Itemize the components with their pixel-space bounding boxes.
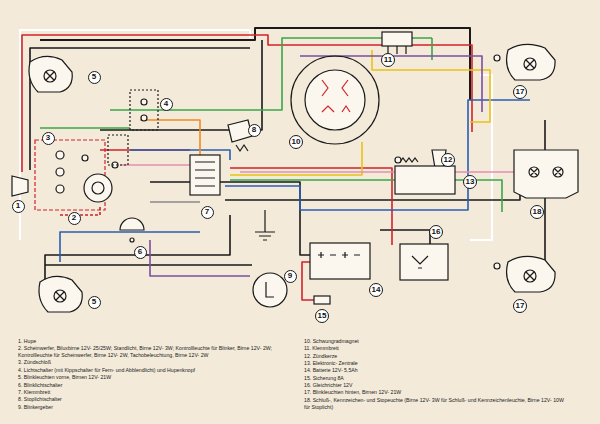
legend-entry: 6. Blinklichtschalter [18, 382, 280, 389]
legend-entry: 11. Klemmbrett [304, 345, 566, 352]
legend-entry: 10. Schwungradmagnet [304, 338, 566, 345]
callout-circle: 10 [289, 135, 303, 149]
callout-circle: 7 [201, 206, 214, 219]
callout-number: 9 [284, 270, 297, 281]
legend-entry: 4. Lichtschalter (mit Kippschalter für F… [18, 367, 280, 374]
callout-number: 14 [369, 283, 383, 294]
callout-circle: 15 [315, 309, 329, 323]
callout-number: 15 [315, 309, 329, 320]
callout-circle: 5 [88, 296, 101, 309]
callout-circle: 12 [441, 153, 455, 167]
callout-circle: 1 [12, 200, 25, 213]
callout-number: 10 [289, 135, 303, 146]
legend-entry: 12. Zündkerze [304, 353, 566, 360]
legend-entry: 8. Stoplichtschalter [18, 396, 280, 403]
callout-number: 17 [513, 85, 527, 96]
callout-number: 3 [42, 132, 55, 143]
legend-entry: 14. Batterie 12V- 5,5Ah [304, 367, 566, 374]
callout-number: 5 [88, 71, 101, 82]
callout-circle: 9 [284, 270, 297, 283]
callout-number: 4 [160, 98, 173, 109]
legend-entry: 1. Hupe [18, 338, 280, 345]
callout-circle: 5 [88, 71, 101, 84]
callout-circle: 17 [513, 299, 527, 313]
callout-circle: 2 [68, 212, 81, 225]
callout-circle: 8 [248, 124, 261, 137]
callout-circle: 14 [369, 283, 383, 297]
callout-number: 13 [463, 175, 477, 186]
legend-entry: 3. Zündschloß [18, 359, 280, 366]
callout-number: 8 [248, 124, 261, 135]
callout-number: 17 [513, 299, 527, 310]
legend-entry: 16. Gleichrichter 12V [304, 382, 566, 389]
callout-number: 5 [88, 296, 101, 307]
callout-circle: 18 [530, 205, 544, 219]
callout-circle: 11 [381, 53, 395, 67]
callout-circle: 13 [463, 175, 477, 189]
legend-entry: 15. Sicherung 8A [304, 375, 566, 382]
callout-number: 16 [429, 225, 443, 236]
callout-circle: 16 [429, 225, 443, 239]
callout-circle: 17 [513, 85, 527, 99]
callout-circle: 3 [42, 132, 55, 145]
legend-entry: 9. Blinkergeber [18, 404, 280, 411]
legend-entry: 7. Klemmbrett [18, 389, 280, 396]
legend-entry: 2. Scheinwerfer, Biluxbirne 12V- 25/25W;… [18, 345, 280, 359]
callout-number: 12 [441, 153, 455, 164]
callout-number: 11 [381, 53, 395, 64]
legend-entry: 18. Schluß-, Kennzeichen- und Stopeuchte… [304, 397, 566, 411]
callout-number: 6 [134, 246, 147, 257]
callout-number: 2 [68, 212, 81, 223]
callout-number: 1 [12, 200, 25, 211]
callout-number: 18 [530, 205, 544, 216]
legend-entry: 13. Elektronic- Zentrale [304, 360, 566, 367]
callout-number: 7 [201, 206, 214, 217]
legend-entry: 5. Blinkleuchten vorne, Birnen 12V- 21W [18, 374, 280, 381]
legend-entry: 17. Blinkleuchten hinten, Birnen 12V- 21… [304, 389, 566, 396]
callout-circle: 6 [134, 246, 147, 259]
callout-circle: 4 [160, 98, 173, 111]
